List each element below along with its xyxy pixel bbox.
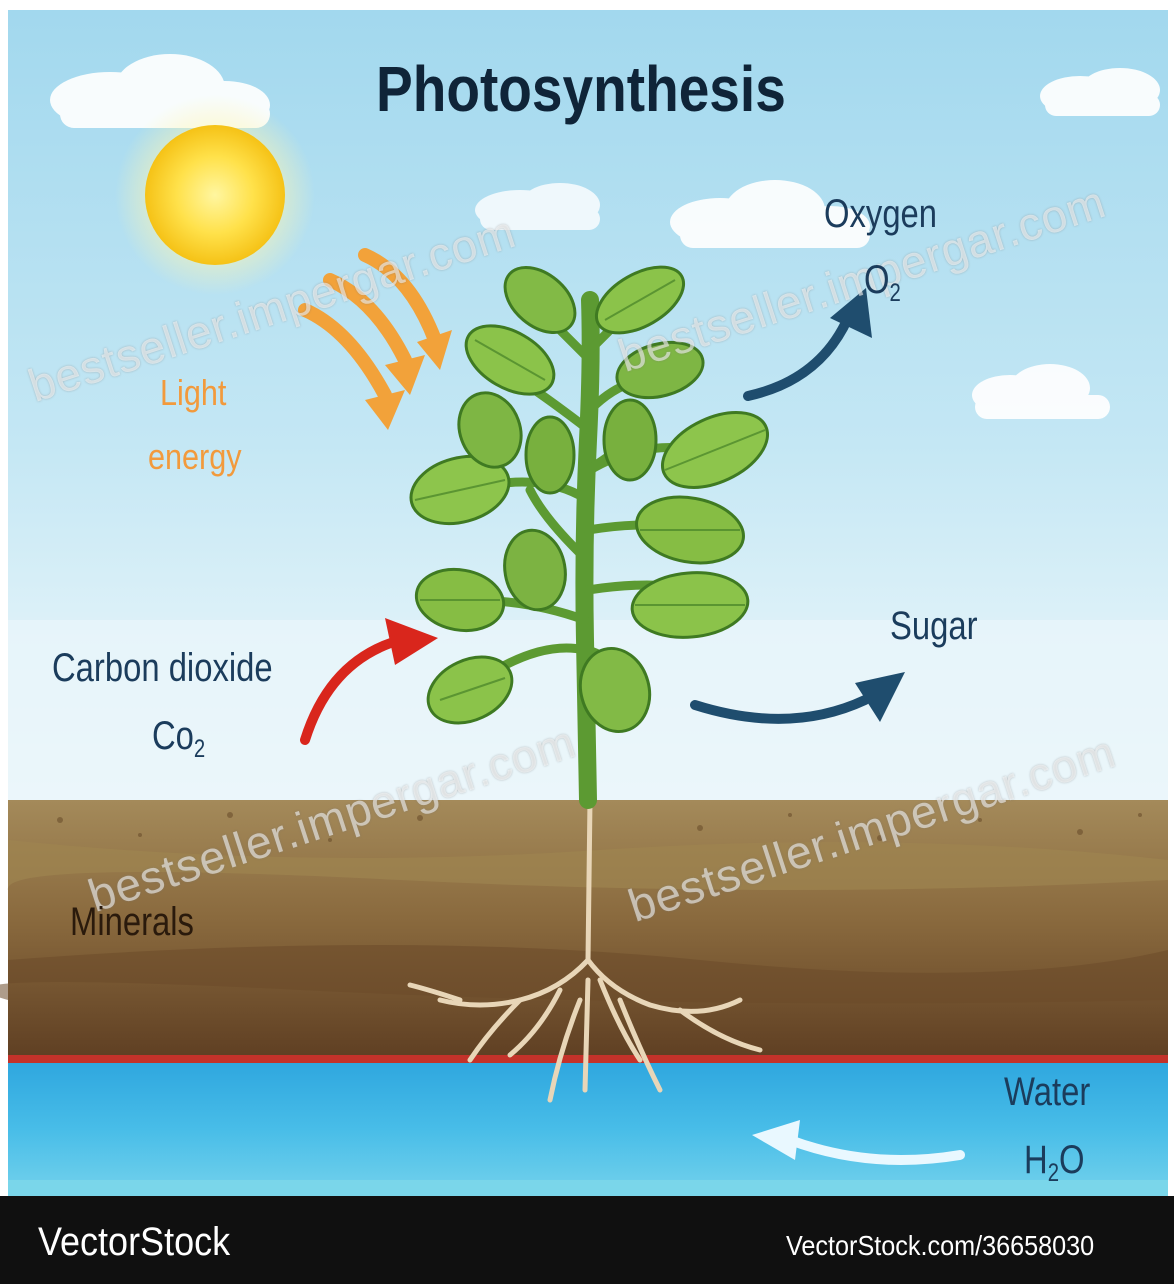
light-label-line1: Light [160, 372, 226, 413]
h2o-h: H [1024, 1138, 1048, 1182]
co2-formula: Co2 [152, 714, 205, 759]
oxygen-label: Oxygen [824, 192, 937, 237]
light-energy-label-2: energy [148, 436, 242, 478]
diagram-title: Photosynthesis [376, 52, 786, 126]
footer-url: VectorStock.com/36658030 [786, 1230, 1094, 1262]
o2-main: O [864, 258, 890, 302]
h2o-sub: 2 [1048, 1160, 1059, 1187]
h2o-formula: H2O [1024, 1138, 1085, 1183]
co2-main: Co [152, 714, 194, 758]
h2o-o: O [1059, 1138, 1085, 1182]
sugar-label: Sugar [890, 604, 978, 649]
sun-icon [115, 95, 315, 295]
light-energy-label: Light [160, 372, 226, 414]
water-label: Water [1004, 1070, 1090, 1115]
footer-brand: VectorStock [38, 1220, 230, 1265]
water [8, 1063, 1168, 1196]
o2-formula: O2 [864, 258, 901, 303]
minerals-label: Minerals [70, 900, 194, 945]
carbon-dioxide-label: Carbon dioxide [52, 646, 273, 691]
light-label-line2: energy [148, 436, 242, 477]
o2-sub: 2 [890, 280, 901, 307]
co2-sub: 2 [194, 736, 205, 763]
